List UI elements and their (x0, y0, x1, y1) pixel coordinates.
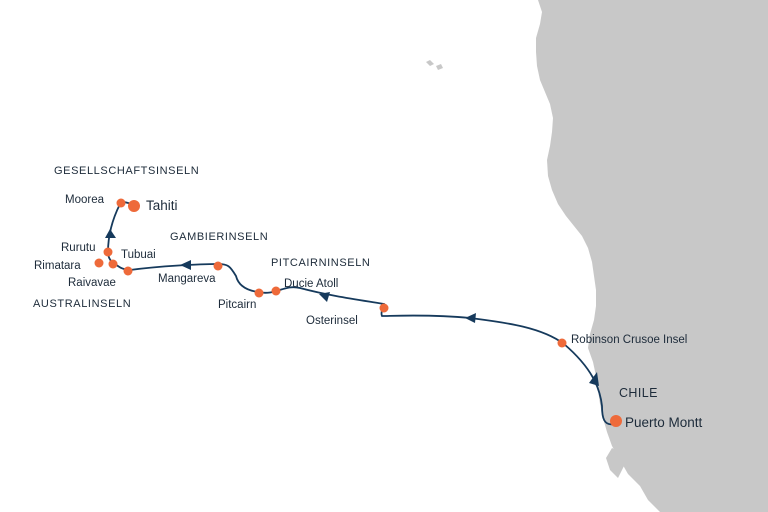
port-marker-ducie-atoll[interactable] (271, 286, 281, 296)
port-marker-rurutu[interactable] (103, 247, 113, 257)
port-label-osterinsel: Osterinsel (306, 315, 358, 327)
port-marker-osterinsel[interactable] (379, 303, 389, 313)
country-label-chile: CHILE (619, 386, 658, 400)
southern-archipelago (606, 448, 624, 478)
port-label-raivavae: Raivavae (68, 277, 116, 289)
route-direction-arrow (319, 292, 330, 302)
route-direction-arrow (589, 372, 599, 386)
port-marker-tubuai[interactable] (108, 259, 118, 269)
region-label-pitcairninseln: PITCAIRNINSELN (271, 257, 370, 269)
port-label-robinson-crusoe: Robinson Crusoe Insel (571, 334, 687, 346)
port-marker-rimatara[interactable] (94, 258, 104, 268)
region-label-australinseln: AUSTRALINSELN (33, 298, 131, 310)
route-direction-arrow (465, 313, 476, 323)
port-marker-pitcairn[interactable] (254, 288, 264, 298)
port-marker-puerto-montt[interactable] (610, 415, 622, 427)
port-label-tahiti: Tahiti (146, 198, 178, 213)
port-label-pitcairn: Pitcairn (218, 299, 256, 311)
south-america-landmass (536, 0, 768, 512)
port-marker-robinson-crusoe[interactable] (557, 338, 567, 348)
port-label-puerto-montt: Puerto Montt (625, 415, 703, 430)
port-label-moorea: Moorea (65, 194, 105, 206)
route-direction-arrow (105, 229, 116, 238)
port-label-tubuai: Tubuai (121, 249, 156, 261)
port-marker-moorea[interactable] (116, 198, 126, 208)
route-direction-arrow (180, 260, 191, 270)
region-label-gambierinseln: GAMBIERINSELN (170, 231, 268, 243)
port-marker-tahiti[interactable] (128, 200, 140, 212)
region-label-gesellschaftsinseln: GESELLSCHAFTSINSELN (54, 165, 199, 177)
port-marker-mangareva[interactable] (213, 261, 223, 271)
port-label-rurutu: Rurutu (61, 242, 96, 254)
port-label-ducie-atoll: Ducie Atoll (284, 278, 338, 290)
tierra-del-fuego (662, 468, 720, 506)
caribbean-islands (426, 60, 443, 70)
port-label-mangareva: Mangareva (158, 273, 216, 285)
port-marker-raivavae[interactable] (123, 266, 133, 276)
port-label-rimatara: Rimatara (34, 260, 81, 272)
